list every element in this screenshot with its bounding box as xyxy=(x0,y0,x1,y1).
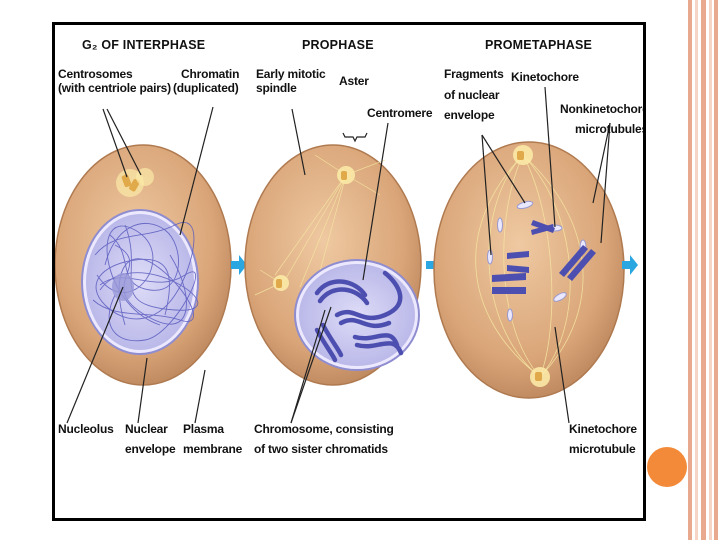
fragments-label-3: envelope xyxy=(444,108,495,122)
nuclear-envelope-label: Nuclear xyxy=(125,422,168,436)
nucleolus-label: Nucleolus xyxy=(58,422,114,436)
mitosis-figure: G₂ OF INTERPHASE PROPHASE PROMETAPHASE C… xyxy=(52,22,646,521)
accent-circle xyxy=(647,447,687,487)
chromosome-label-sub: of two sister chromatids xyxy=(254,442,388,456)
kinetochore-label: Kinetochore xyxy=(511,70,579,84)
aster-label: Aster xyxy=(339,74,369,88)
chromatin-label-sub: (duplicated) xyxy=(173,81,239,95)
centrosomes-label: Centrosomes xyxy=(58,67,133,81)
plasma-membrane-label: Plasma xyxy=(183,422,224,436)
chromosome-label: Chromosome, consisting xyxy=(254,422,394,436)
fragments-label-2: of nuclear xyxy=(444,88,500,102)
fragments-label: Fragments xyxy=(444,67,504,81)
kinetochore-microtubule-label-sub: microtubule xyxy=(569,442,636,456)
chromatin-label: Chromatin xyxy=(181,67,240,81)
g2-cell xyxy=(55,144,232,386)
plasma-membrane-label-sub: membrane xyxy=(183,442,243,456)
nonkinetochore-label: Nonkinetochore xyxy=(560,102,646,116)
prophase-title: PROPHASE xyxy=(302,38,374,52)
leader-lines xyxy=(66,86,611,424)
decor-stripe-2 xyxy=(695,0,698,540)
decor-stripe-4 xyxy=(709,0,712,540)
mitosis-illustration xyxy=(55,86,638,424)
centromere-label: Centromere xyxy=(367,106,433,120)
prometaphase-cell xyxy=(433,141,625,399)
arrow-3 xyxy=(622,255,638,275)
decor-stripe-5 xyxy=(714,0,718,540)
kinetochore-microtubule-label: Kinetochore xyxy=(569,422,637,436)
early-spindle-label: Early mitotic xyxy=(256,67,326,81)
decor-stripe-3 xyxy=(701,0,706,540)
nuclear-envelope-label-sub: envelope xyxy=(125,442,176,456)
prometaphase-title: PROMETAPHASE xyxy=(485,38,593,52)
nonkinetochore-label-sub: microtubules xyxy=(575,122,646,136)
arrow-1 xyxy=(231,255,247,275)
g2-phase-title: G₂ OF INTERPHASE xyxy=(82,38,206,52)
decor-stripe-1 xyxy=(688,0,692,540)
early-spindle-label-sub: spindle xyxy=(256,81,297,95)
prophase-cell xyxy=(244,144,422,386)
centrosomes-label-sub: (with centriole pairs) xyxy=(58,81,171,95)
